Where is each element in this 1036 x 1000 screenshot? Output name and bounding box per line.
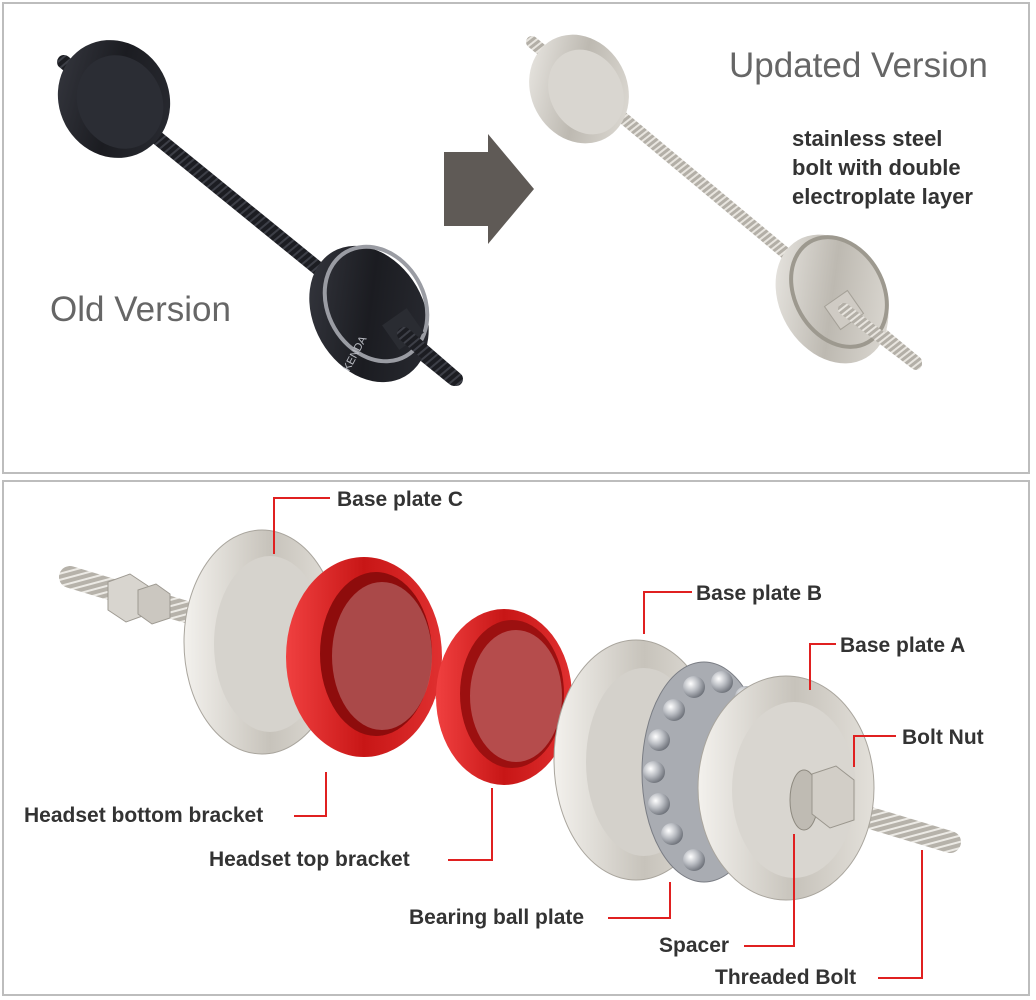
bolt-nut-image	[811, 765, 855, 829]
old-tool-image: KENDA	[57, 40, 463, 386]
callout-spacer: Spacer	[659, 934, 730, 957]
material-note-line: stainless steel	[792, 126, 943, 151]
updated-tool-image	[526, 34, 922, 370]
headset-top-bracket-image	[436, 609, 572, 785]
callout-headset-top-bracket: Headset top bracket	[209, 848, 410, 871]
callout-base-plate-a: Base plate A	[840, 634, 966, 657]
callout-bolt-nut: Bolt Nut	[902, 726, 984, 749]
left-nut-image	[107, 573, 171, 625]
material-note: stainless steel bolt with double electro…	[792, 124, 973, 211]
updated-version-label: Updated Version	[729, 46, 988, 85]
callout-lines	[273, 497, 923, 979]
callout-threaded-bolt: Threaded Bolt	[715, 966, 857, 989]
callout-headset-bottom-bracket: Headset bottom bracket	[24, 804, 264, 827]
callout-base-plate-c: Base plate C	[337, 488, 464, 511]
exploded-parts-illustration	[59, 497, 961, 979]
comparison-panel: KENDA Old Version Updated Version stainl…	[2, 2, 1030, 474]
material-note-line: bolt with double	[792, 155, 961, 180]
callout-bearing-ball-plate: Bearing ball plate	[409, 906, 585, 929]
material-note-line: electroplate layer	[792, 184, 973, 209]
arrow-right-icon	[444, 134, 534, 244]
callout-base-plate-b: Base plate B	[696, 582, 823, 605]
old-version-label: Old Version	[50, 290, 231, 329]
headset-bottom-bracket-image	[286, 557, 442, 757]
comparison-illustration: KENDA	[57, 34, 922, 386]
parts-diagram-panel: Base plate C Base plate B Base plate A B…	[2, 480, 1030, 996]
